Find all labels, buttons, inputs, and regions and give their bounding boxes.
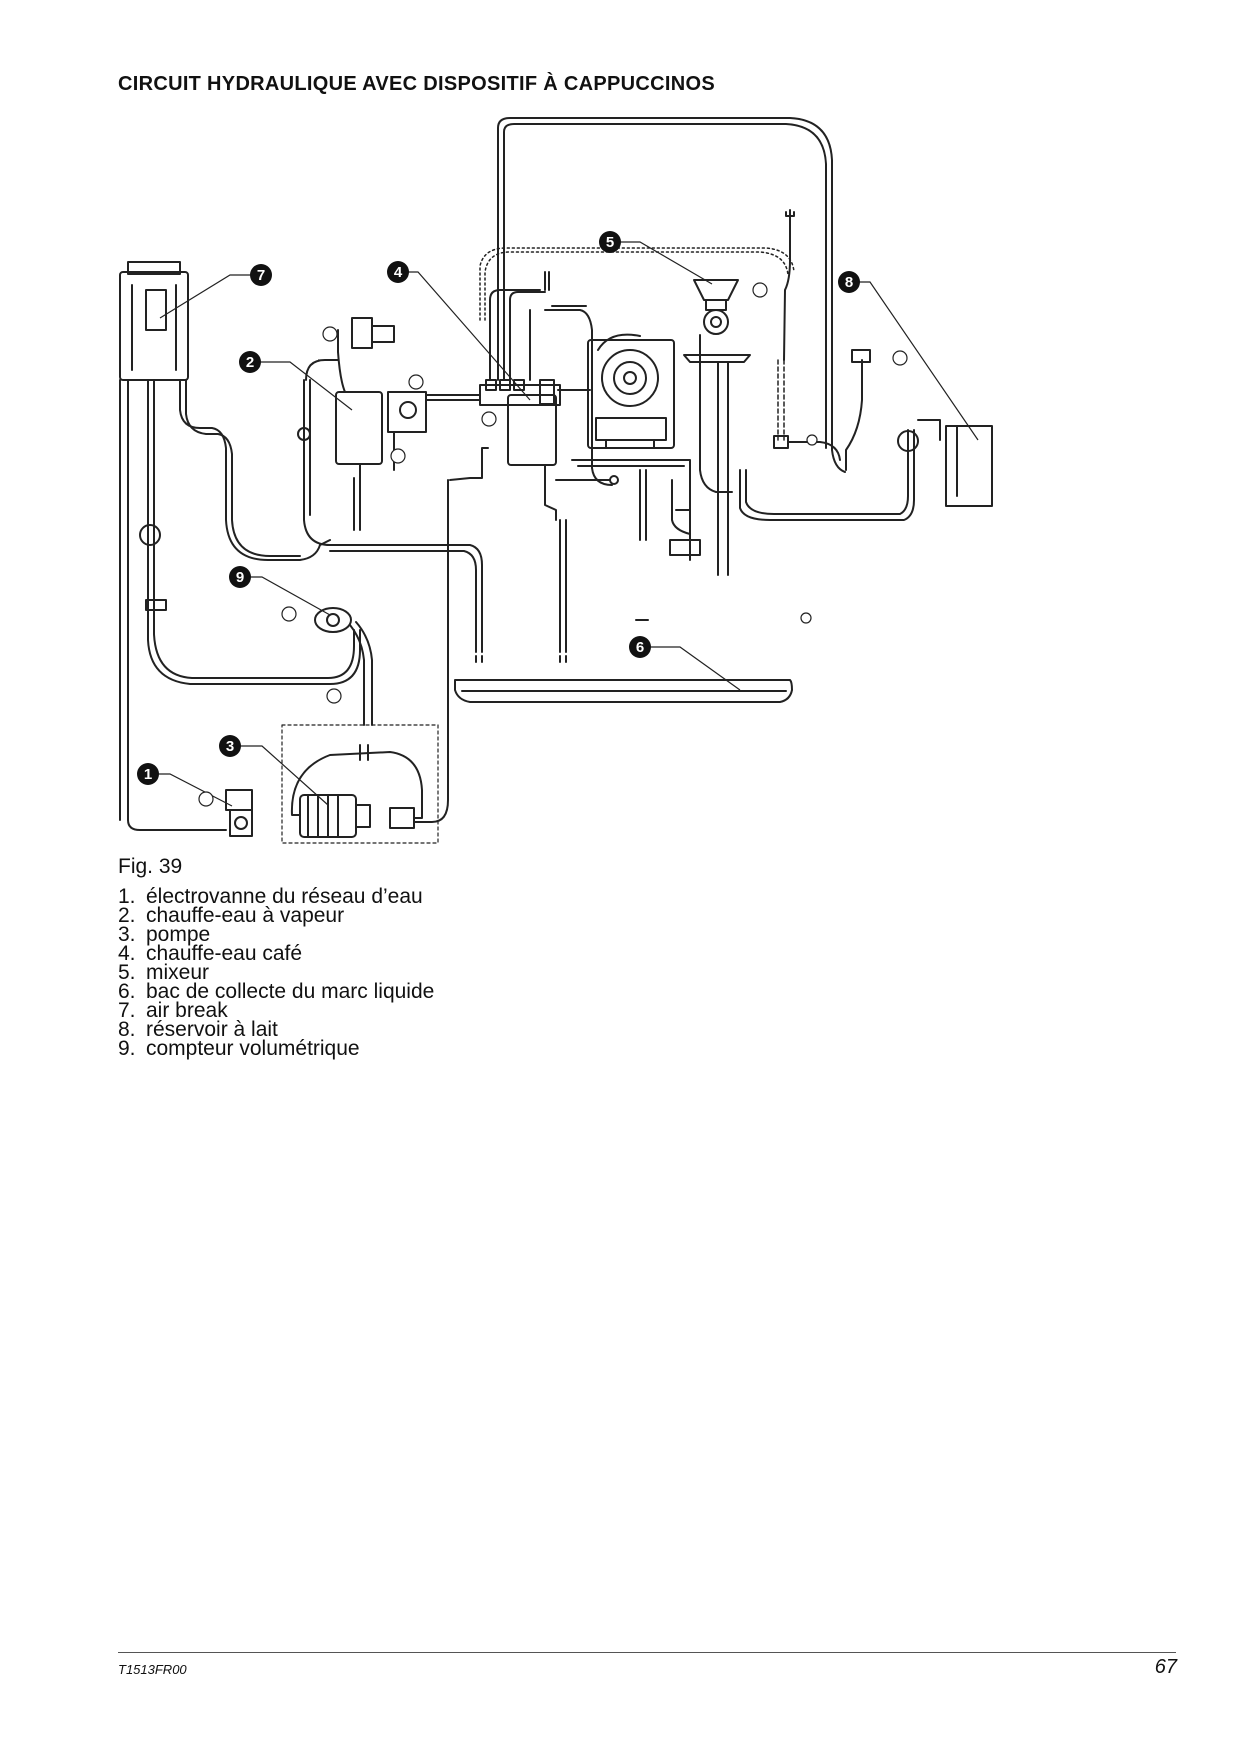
callout-8-label: 8 <box>845 274 853 291</box>
air-break-tank <box>119 261 189 821</box>
callout-5-label: 5 <box>606 234 614 251</box>
legend-item: 6. bac de collecte du marc liquide <box>118 980 435 1003</box>
callout-6-label: 6 <box>636 639 644 656</box>
callout-9: 9 <box>229 566 251 588</box>
legend-text: réservoir à lait <box>146 1018 278 1041</box>
callout-1-label: 1 <box>144 766 152 783</box>
document-code: T1513FR00 <box>118 1662 187 1677</box>
callout-7: 7 <box>250 264 272 286</box>
legend-text: bac de collecte du marc liquide <box>146 980 435 1003</box>
milk-reservoir <box>945 425 993 507</box>
callout-2: 2 <box>239 351 261 373</box>
steam-boiler <box>335 391 427 531</box>
page-title: CIRCUIT HYDRAULIQUE AVEC DISPOSITIF À CA… <box>118 73 715 95</box>
legend-number: 7. <box>118 999 136 1022</box>
legend-item: 7. air break <box>118 999 434 1022</box>
water-network-valve <box>127 789 253 837</box>
callout-1: 1 <box>137 763 159 785</box>
pump <box>299 794 415 838</box>
legend-item: 1. électrovanne du réseau d’eau <box>118 885 434 908</box>
legend-number: 2. <box>118 904 136 927</box>
callout-9-label: 9 <box>236 569 244 586</box>
flow-meter <box>314 607 373 726</box>
legend-text: mixeur <box>146 961 210 984</box>
callout-7-label: 7 <box>257 267 265 284</box>
page-number: 67 <box>1154 1656 1177 1678</box>
liquid-grounds-tray <box>454 679 793 703</box>
legend-item: 2. chauffe-eau à vapeur <box>118 904 434 927</box>
legend-item: 5. mixeur <box>118 961 434 984</box>
legend-text: compteur volumétrique <box>146 1037 360 1060</box>
legend-item: 4. chauffe-eau café <box>118 942 434 965</box>
legend-number: 9. <box>118 1037 136 1060</box>
callout-3: 3 <box>219 735 241 757</box>
legend-number: 8. <box>118 1018 136 1041</box>
legend-text: électrovanne du réseau d’eau <box>146 885 423 908</box>
legend-number: 3. <box>118 923 136 946</box>
callout-4: 4 <box>387 261 409 283</box>
legend-number: 6. <box>118 980 136 1003</box>
callout-3-label: 3 <box>226 738 234 755</box>
figure-label: Fig. 39 <box>118 855 183 878</box>
mixer <box>693 279 739 335</box>
callout-6: 6 <box>629 636 651 658</box>
legend-text: chauffe-eau café <box>146 942 303 965</box>
legend-item: 8. réservoir à lait <box>118 1018 434 1041</box>
footer-divider <box>118 1652 1176 1653</box>
legend-text: pompe <box>146 923 211 946</box>
callout-5: 5 <box>599 231 621 253</box>
callout-8: 8 <box>838 271 860 293</box>
legend-number: 5. <box>118 961 136 984</box>
legend-number: 1. <box>118 885 136 908</box>
legend-item: 3. pompe <box>118 923 434 946</box>
legend-text: chauffe-eau à vapeur <box>146 904 345 927</box>
legend-list: 1. électrovanne du réseau d’eau 2. chauffe… <box>118 885 435 1060</box>
brewer-unit <box>587 333 675 449</box>
callout-2-label: 2 <box>246 354 254 371</box>
legend-text: air break <box>146 999 228 1022</box>
legend-number: 4. <box>118 942 136 965</box>
callout-4-label: 4 <box>394 264 403 281</box>
legend-item: 9. compteur volumétrique <box>118 1037 434 1060</box>
